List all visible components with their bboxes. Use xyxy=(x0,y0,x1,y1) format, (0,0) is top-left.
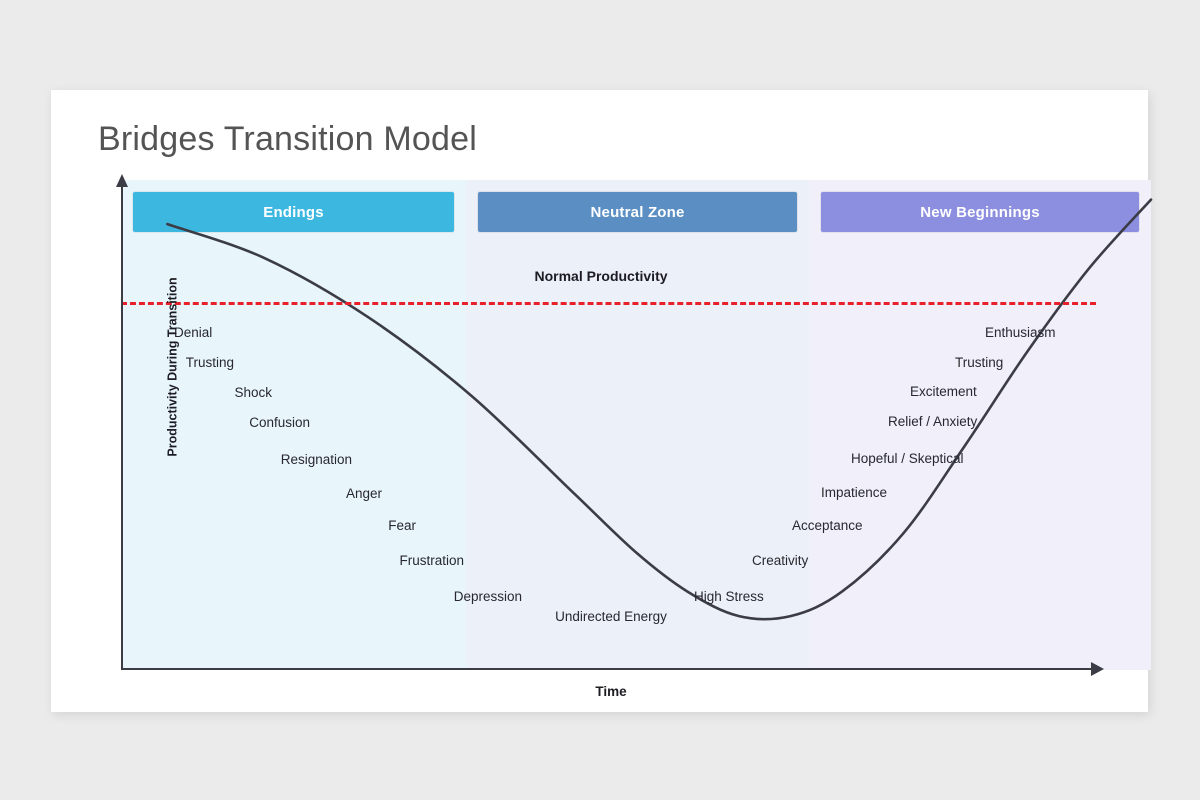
threshold-line xyxy=(121,302,1096,305)
stage-label: High Stress xyxy=(694,589,764,604)
y-axis-arrow-icon xyxy=(116,174,128,187)
zone-header-label: New Beginnings xyxy=(920,203,1040,221)
stage-label: Shock xyxy=(234,385,272,400)
x-axis-line xyxy=(121,668,1093,670)
stage-label: Hopeful / Skeptical xyxy=(851,451,964,466)
zone-band-endings xyxy=(121,180,467,670)
slide-card: Bridges Transition Model Endings Neutral … xyxy=(51,90,1153,712)
stage-label: Enthusiasm xyxy=(985,325,1056,340)
zone-header-endings[interactable]: Endings xyxy=(133,192,455,232)
stage-label: Confusion xyxy=(249,415,310,430)
stage-label: Resignation xyxy=(280,452,352,467)
page-title: Bridges Transition Model xyxy=(98,120,477,158)
x-axis-arrow-icon xyxy=(1091,662,1104,676)
stage-label: Anger xyxy=(345,486,382,501)
stage-label: Trusting xyxy=(185,355,234,370)
stage-label: Creativity xyxy=(752,553,809,568)
zone-header-neutral-zone[interactable]: Neutral Zone xyxy=(478,192,798,232)
zone-header-label: Neutral Zone xyxy=(590,203,685,221)
stage-label: Excitement xyxy=(910,384,977,399)
stage-label: Depression xyxy=(453,589,522,604)
zone-band-neutral-zone xyxy=(466,180,810,670)
stage-label: Trusting xyxy=(955,355,1004,370)
stage-label: Undirected Energy xyxy=(555,609,667,624)
curve-path xyxy=(166,198,1153,621)
normal-productivity-label: Normal Productivity xyxy=(534,268,668,284)
x-axis-label: Time xyxy=(595,684,627,699)
productivity-curve xyxy=(166,198,1153,621)
stage-label: Fear xyxy=(388,518,416,533)
zone-header-label: Endings xyxy=(263,203,324,221)
stage-label: Frustration xyxy=(399,553,464,568)
stage-label: Relief / Anxiety xyxy=(888,414,978,429)
y-axis-line xyxy=(121,186,123,670)
stage-label: Impatience xyxy=(821,485,888,500)
stage-label: Denial xyxy=(174,325,213,340)
transition-chart: Endings Neutral Zone New Beginnings Normal… xyxy=(116,174,1153,699)
zone-header-new-beginnings[interactable]: New Beginnings xyxy=(821,192,1139,232)
y-axis-label: Productivity During Transition xyxy=(165,277,180,457)
stage-label: Acceptance xyxy=(792,518,863,533)
